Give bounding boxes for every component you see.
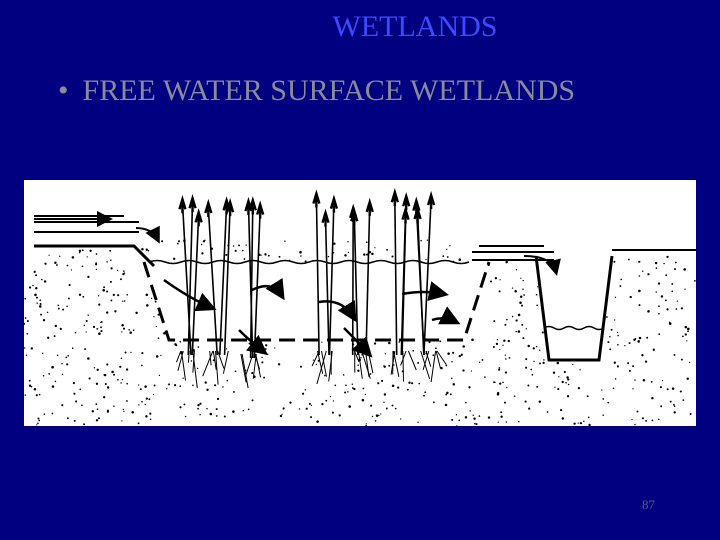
root-mass [176,350,447,389]
ground-surface-left [34,244,156,268]
water-surface [148,259,470,265]
wetland-diagram [24,180,696,426]
outlet-weir [472,245,554,261]
bullet-item: • FREE WATER SURFACE WETLANDS [58,74,575,108]
reed-plants [178,187,436,359]
bullet-text: FREE WATER SURFACE WETLANDS [82,74,576,107]
outlet-arrow [523,255,561,276]
inlet-drop-arrow [135,225,160,244]
flow-arrows [163,277,461,358]
wetland-cross-section-icon [24,187,696,426]
outlet-tank [534,255,614,362]
outlet-tank-water [543,325,605,331]
bullet-marker: • [58,74,69,107]
basin-outline [142,261,491,342]
page-number: 87 [642,497,655,512]
slide-title: WETLANDS [332,10,498,43]
soil-stipple [24,239,696,426]
